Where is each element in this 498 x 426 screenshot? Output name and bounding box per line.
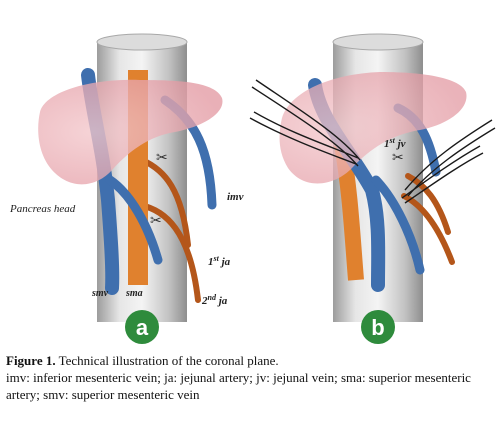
smv-label: smv: [91, 288, 109, 299]
coronal-plane-illustration: ✂ ✂ Pancreas head imv 1st ja 2nd ja smv …: [9, 33, 496, 344]
scissors-icon-b: ✂: [392, 151, 404, 166]
jejunal-artery-b1: [405, 173, 451, 235]
sma-label: sma: [125, 288, 143, 299]
first-jejunal-artery-a: [139, 157, 191, 248]
svg-text:a: a: [136, 315, 149, 340]
svg-text:b: b: [371, 315, 384, 340]
caption-legend: imv: inferior mesenteric vein; ja: jejun…: [6, 370, 471, 402]
first-ja-label: 1st ja: [208, 254, 231, 268]
caption-title-rest: Technical illustration of the coronal pl…: [55, 353, 279, 368]
panel-a: ✂ ✂ Pancreas head imv 1st ja 2nd ja smv …: [9, 33, 244, 344]
jejunal-vein-b: [371, 175, 425, 275]
first-jv-label: 1st jv: [384, 136, 406, 150]
caption-title: Figure 1.: [6, 353, 56, 368]
panel-b-badge: b: [361, 310, 395, 344]
jejunal-artery-b2: [401, 193, 455, 265]
jejunal-vein-a: [105, 175, 163, 265]
pancreas-head-a: [38, 79, 223, 185]
figure-caption: Figure 1. Technical illustration of the …: [6, 352, 496, 403]
panel-a-badge: a: [125, 310, 159, 344]
pancreas-head-label: Pancreas head: [9, 203, 76, 215]
scissors-icon-a1: ✂: [156, 151, 168, 166]
scissors-icon-a2: ✂: [150, 214, 162, 229]
retraction-sutures: [249, 79, 496, 204]
imv-label: imv: [227, 191, 244, 203]
pancreas-head-b: [279, 72, 467, 184]
second-ja-label: 2nd ja: [201, 293, 228, 307]
panel-b: ✂ 1st jv b: [249, 33, 496, 344]
caption-title-line: Figure 1. Technical illustration of the …: [6, 352, 496, 369]
second-jejunal-artery-a: [137, 202, 201, 303]
